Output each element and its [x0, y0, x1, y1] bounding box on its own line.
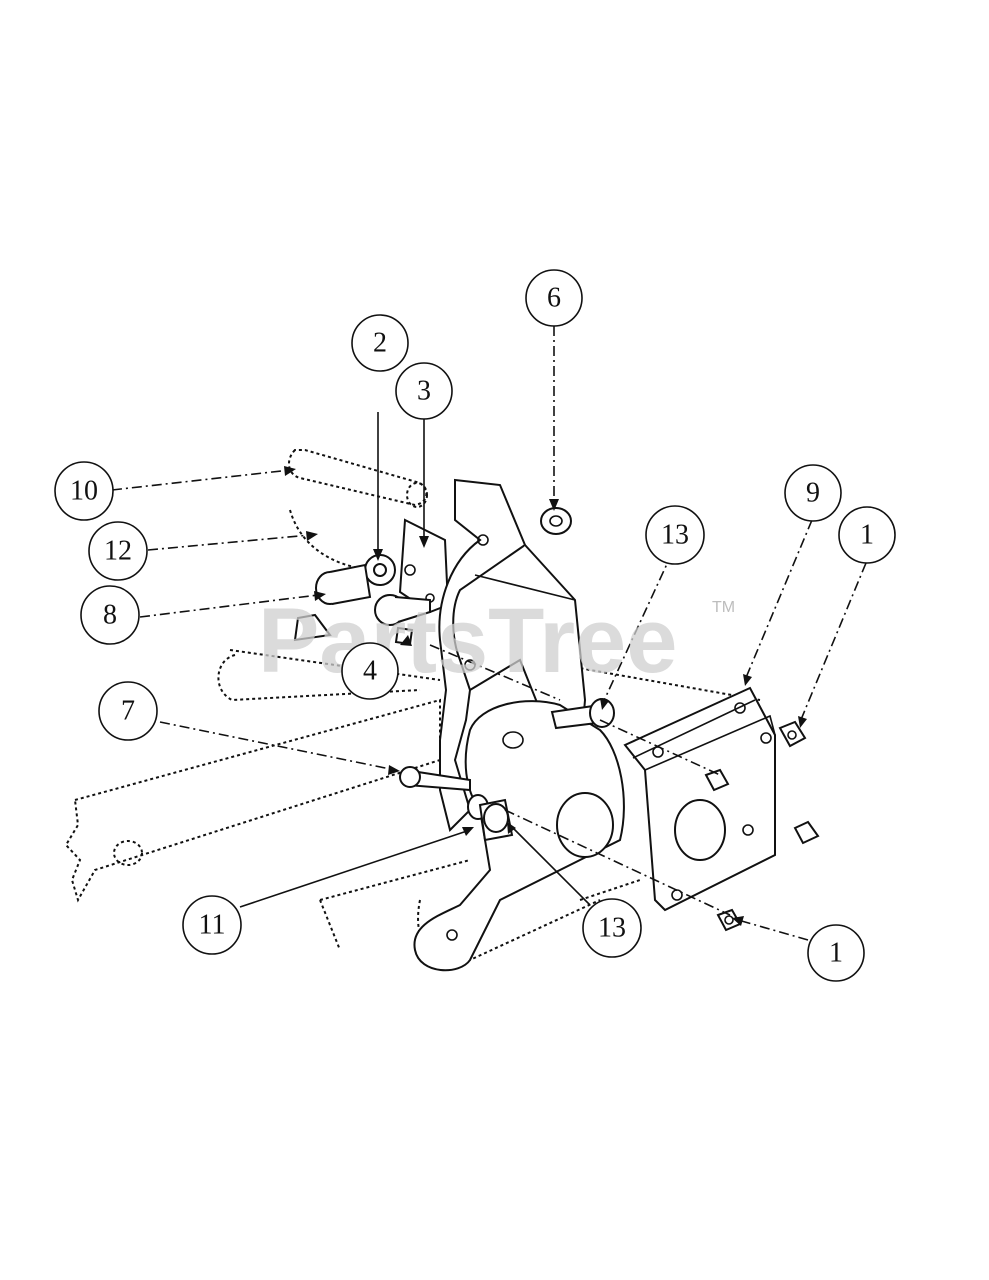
watermark-trademark: TM	[712, 599, 735, 616]
watermark-text: PartsTree	[258, 590, 677, 692]
callout-label: 1	[860, 520, 874, 551]
callout-9[interactable]: 9	[784, 464, 842, 522]
callout-8[interactable]: 8	[80, 585, 140, 645]
callout-label: 1	[829, 938, 843, 969]
callout-1-lower[interactable]: 1	[807, 924, 865, 982]
callout-label: 9	[806, 478, 820, 509]
callout-label: 4	[363, 656, 377, 687]
callout-label: 11	[199, 910, 226, 941]
callout-6[interactable]: 6	[525, 269, 583, 327]
callout-11[interactable]: 11	[182, 895, 242, 955]
part-3-bracket	[398, 518, 450, 614]
hardware	[293, 507, 820, 932]
part-9-plate	[623, 686, 776, 912]
callout-1-upper[interactable]: 1	[838, 506, 896, 564]
callout-label: 13	[598, 913, 626, 944]
callout-label: 7	[121, 696, 135, 727]
callout-12[interactable]: 12	[88, 521, 148, 581]
part-12-plate	[289, 509, 371, 571]
callout-label: 3	[417, 376, 431, 407]
callout-7[interactable]: 7	[98, 681, 158, 741]
part-10-tube	[288, 449, 428, 508]
callout-13-lower[interactable]: 13	[582, 898, 642, 958]
callout-label: 8	[103, 600, 117, 631]
callout-label: 6	[547, 283, 561, 314]
callout-label: 10	[70, 476, 98, 507]
callout-label: 12	[104, 536, 132, 567]
watermark: PartsTree TM	[258, 590, 735, 692]
arrowheads	[284, 466, 807, 926]
callout-13-upper[interactable]: 13	[645, 505, 705, 565]
leader-lines	[111, 326, 867, 941]
callout-10[interactable]: 10	[54, 461, 114, 521]
swing-arm-plate	[413, 700, 625, 972]
callout-label: 2	[373, 328, 387, 359]
callout-3[interactable]: 3	[395, 362, 453, 420]
callout-label: 13	[661, 520, 689, 551]
callout-4[interactable]: 4	[341, 642, 399, 700]
callout-2[interactable]: 2	[351, 314, 409, 372]
